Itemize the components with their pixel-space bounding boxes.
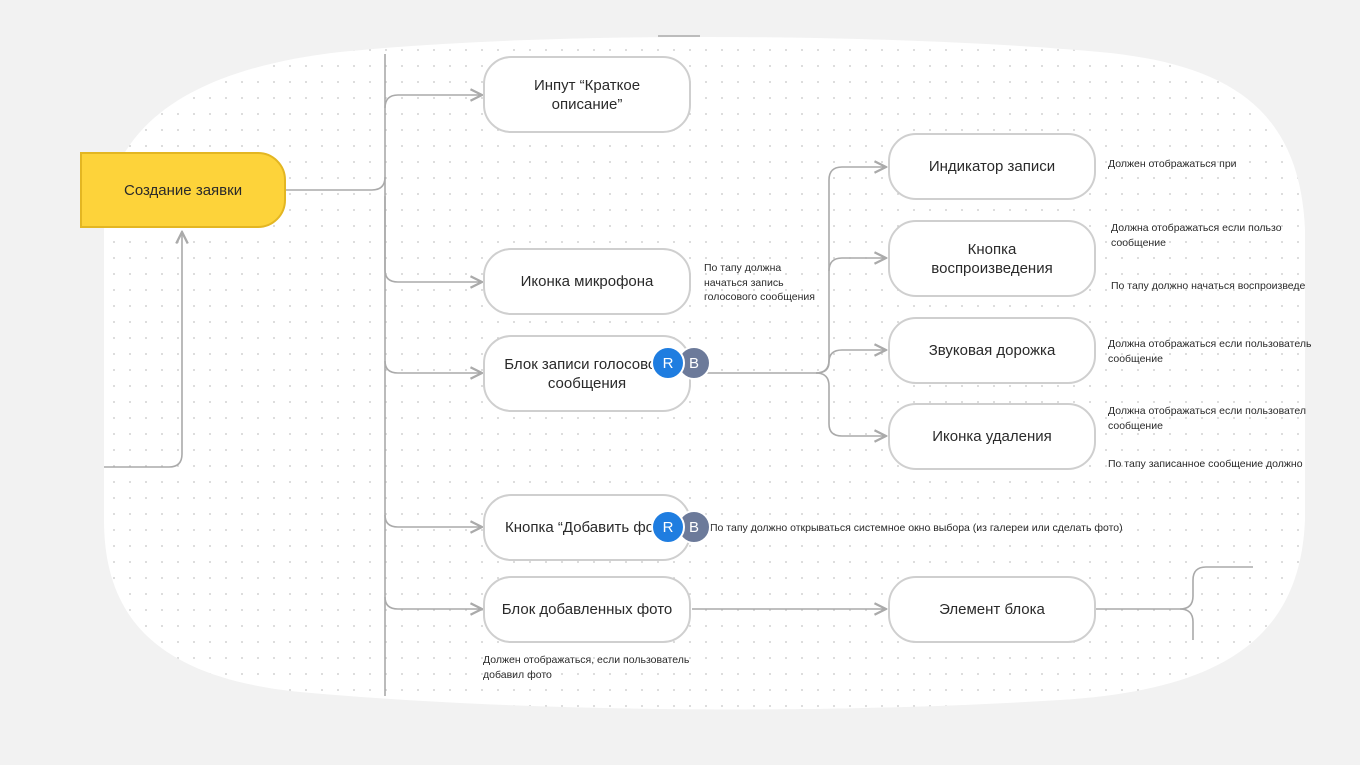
node-label: Иконка микрофона [520, 273, 654, 290]
connector-add-photo [384, 514, 482, 527]
node-label: Инпут “Краткое описание” [533, 76, 641, 113]
note-play-1: Должна отображаться если пользо сообщени… [1111, 222, 1282, 249]
note-add-photo: По тапу должно открываться системное окн… [710, 522, 1123, 534]
note-play-2: По тапу должно начаться воспроизведе [1111, 280, 1306, 292]
node-block-element[interactable]: Элемент блока [888, 576, 1096, 643]
note-photos: Должен отображаться, если пользователь д… [483, 654, 690, 681]
connector-input [384, 95, 482, 109]
avatar[interactable]: R [651, 346, 685, 380]
node-label: Блок добавленных фото [501, 601, 673, 618]
node-mic-icon[interactable]: Иконка микрофона [483, 248, 691, 315]
root-node-create-request[interactable]: Создание заявки [80, 152, 286, 228]
note-sound-track: Должна отображаться если пользователь со… [1108, 338, 1312, 365]
node-recording-indicator[interactable]: Индикатор записи [888, 133, 1096, 200]
node-label: Элемент блока [939, 601, 1045, 618]
node-label: Индикатор записи [928, 158, 1056, 175]
node-play-button[interactable]: Кнопка воспроизведения [888, 220, 1096, 297]
collaborator-avatars[interactable]: R B [651, 510, 711, 544]
connector-track [815, 350, 886, 374]
node-input-short-description[interactable]: Инпут “Краткое описание” [483, 56, 691, 133]
note-mic: По тапу должна начаться запись голосовог… [704, 262, 815, 303]
root-node-label: Создание заявки [124, 181, 243, 199]
connector-element-out [1096, 566, 1253, 610]
connector-root [286, 176, 386, 191]
node-label: Кнопка воспроизведения [931, 240, 1053, 277]
node-label: Блок записи голосового сообщения [504, 355, 670, 392]
collaborator-avatars[interactable]: R B [651, 346, 711, 380]
node-photos-block[interactable]: Блок добавленных фото [483, 576, 691, 643]
connector-loop [104, 232, 182, 468]
avatar[interactable]: R [651, 510, 685, 544]
connector-delete [815, 372, 886, 436]
node-label: Кнопка “Добавить фото” [505, 519, 674, 536]
node-label: Иконка удаления [932, 428, 1052, 445]
connector-voice [384, 360, 482, 373]
connector-mic [384, 195, 482, 283]
connector-photos [384, 596, 482, 609]
note-delete-1: Должна отображаться если пользовател соо… [1108, 405, 1306, 432]
connector-play [828, 258, 886, 272]
node-label: Звуковая дорожка [928, 342, 1056, 359]
note-recording-indicator: Должен отображаться при [1108, 158, 1237, 170]
node-sound-track[interactable]: Звуковая дорожка [888, 317, 1096, 384]
node-delete-icon[interactable]: Иконка удаления [888, 403, 1096, 470]
connector-element-down [1179, 608, 1194, 640]
note-delete-2: По тапу записанное сообщение должно [1108, 458, 1303, 470]
